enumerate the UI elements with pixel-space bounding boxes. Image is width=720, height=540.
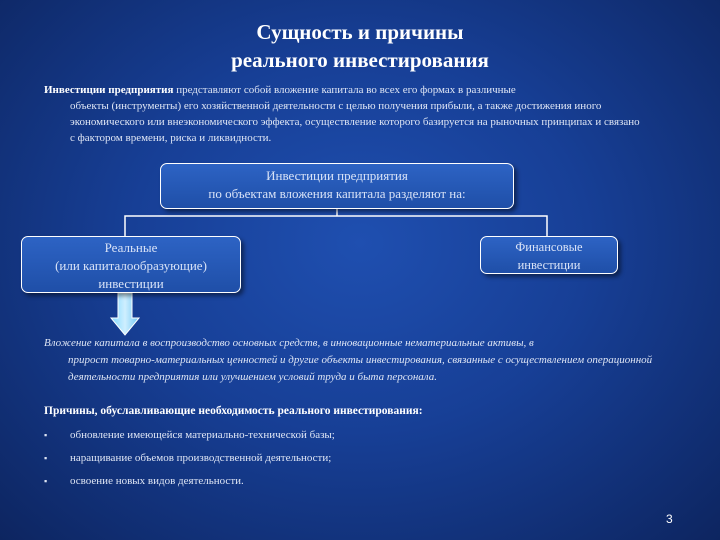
page-number: 3 — [666, 512, 673, 526]
slide-title: Сущность и причины реального инвестирова… — [0, 18, 720, 74]
reason-text: наращивание объемов производственной дея… — [70, 452, 332, 464]
investment-classification-line-1: Инвестиции предприятия — [266, 168, 408, 183]
reasons-list: ▪ обновление имеющейся материально-технич… — [44, 424, 674, 493]
list-item: ▪ обновление имеющейся материально-технич… — [44, 424, 674, 447]
slide-title-line-1: Сущность и причины — [256, 20, 464, 44]
list-item: ▪ освоение новых видов деятельности. — [44, 470, 674, 493]
financial-investments-box: Финансовые инвестиции — [480, 236, 618, 274]
definition-paragraph: Инвестиции предприятия представляют собо… — [44, 82, 644, 146]
reasons-heading: Причины, обуславливающие необходимость р… — [44, 405, 423, 417]
investment-classification-box: Инвестиции предприятия по объектам вложе… — [160, 163, 514, 209]
bullet-icon: ▪ — [44, 453, 48, 463]
bullet-icon: ▪ — [44, 476, 48, 486]
real-investment-detail-rest: прирост товарно-материальных ценностей и… — [68, 354, 653, 383]
tree-connector-line — [124, 215, 548, 236]
definition-term: Инвестиции предприятия — [44, 84, 174, 96]
real-investments-line-3: инвестиции — [98, 276, 164, 291]
real-investments-line-2: (или капиталообразующие) — [55, 258, 207, 273]
real-investment-detail-first: Вложение капитала в воспроизводство осно… — [44, 337, 534, 349]
definition-text-rest: объекты (инструменты) его хозяйственной … — [70, 100, 640, 144]
list-item: ▪ наращивание объемов производственной де… — [44, 447, 674, 470]
bullet-icon: ▪ — [44, 430, 48, 440]
reason-text: обновление имеющейся материально-техниче… — [70, 429, 335, 441]
real-investments-line-1: Реальные — [104, 240, 158, 255]
definition-text-first: представляют собой вложение капитала во … — [173, 84, 516, 96]
slide-title-line-2: реального инвестирования — [231, 48, 489, 72]
real-investment-detail: Вложение капитала в воспроизводство осно… — [44, 335, 674, 386]
reason-text: освоение новых видов деятельности. — [70, 475, 244, 487]
financial-investments-line-2: инвестиции — [517, 258, 581, 272]
investment-classification-line-2: по объектам вложения капитала разделяют … — [208, 186, 466, 201]
financial-investments-line-1: Финансовые — [515, 240, 583, 254]
down-arrow-icon — [109, 292, 141, 336]
real-investments-box: Реальные (или капиталообразующие) инвест… — [21, 236, 241, 293]
